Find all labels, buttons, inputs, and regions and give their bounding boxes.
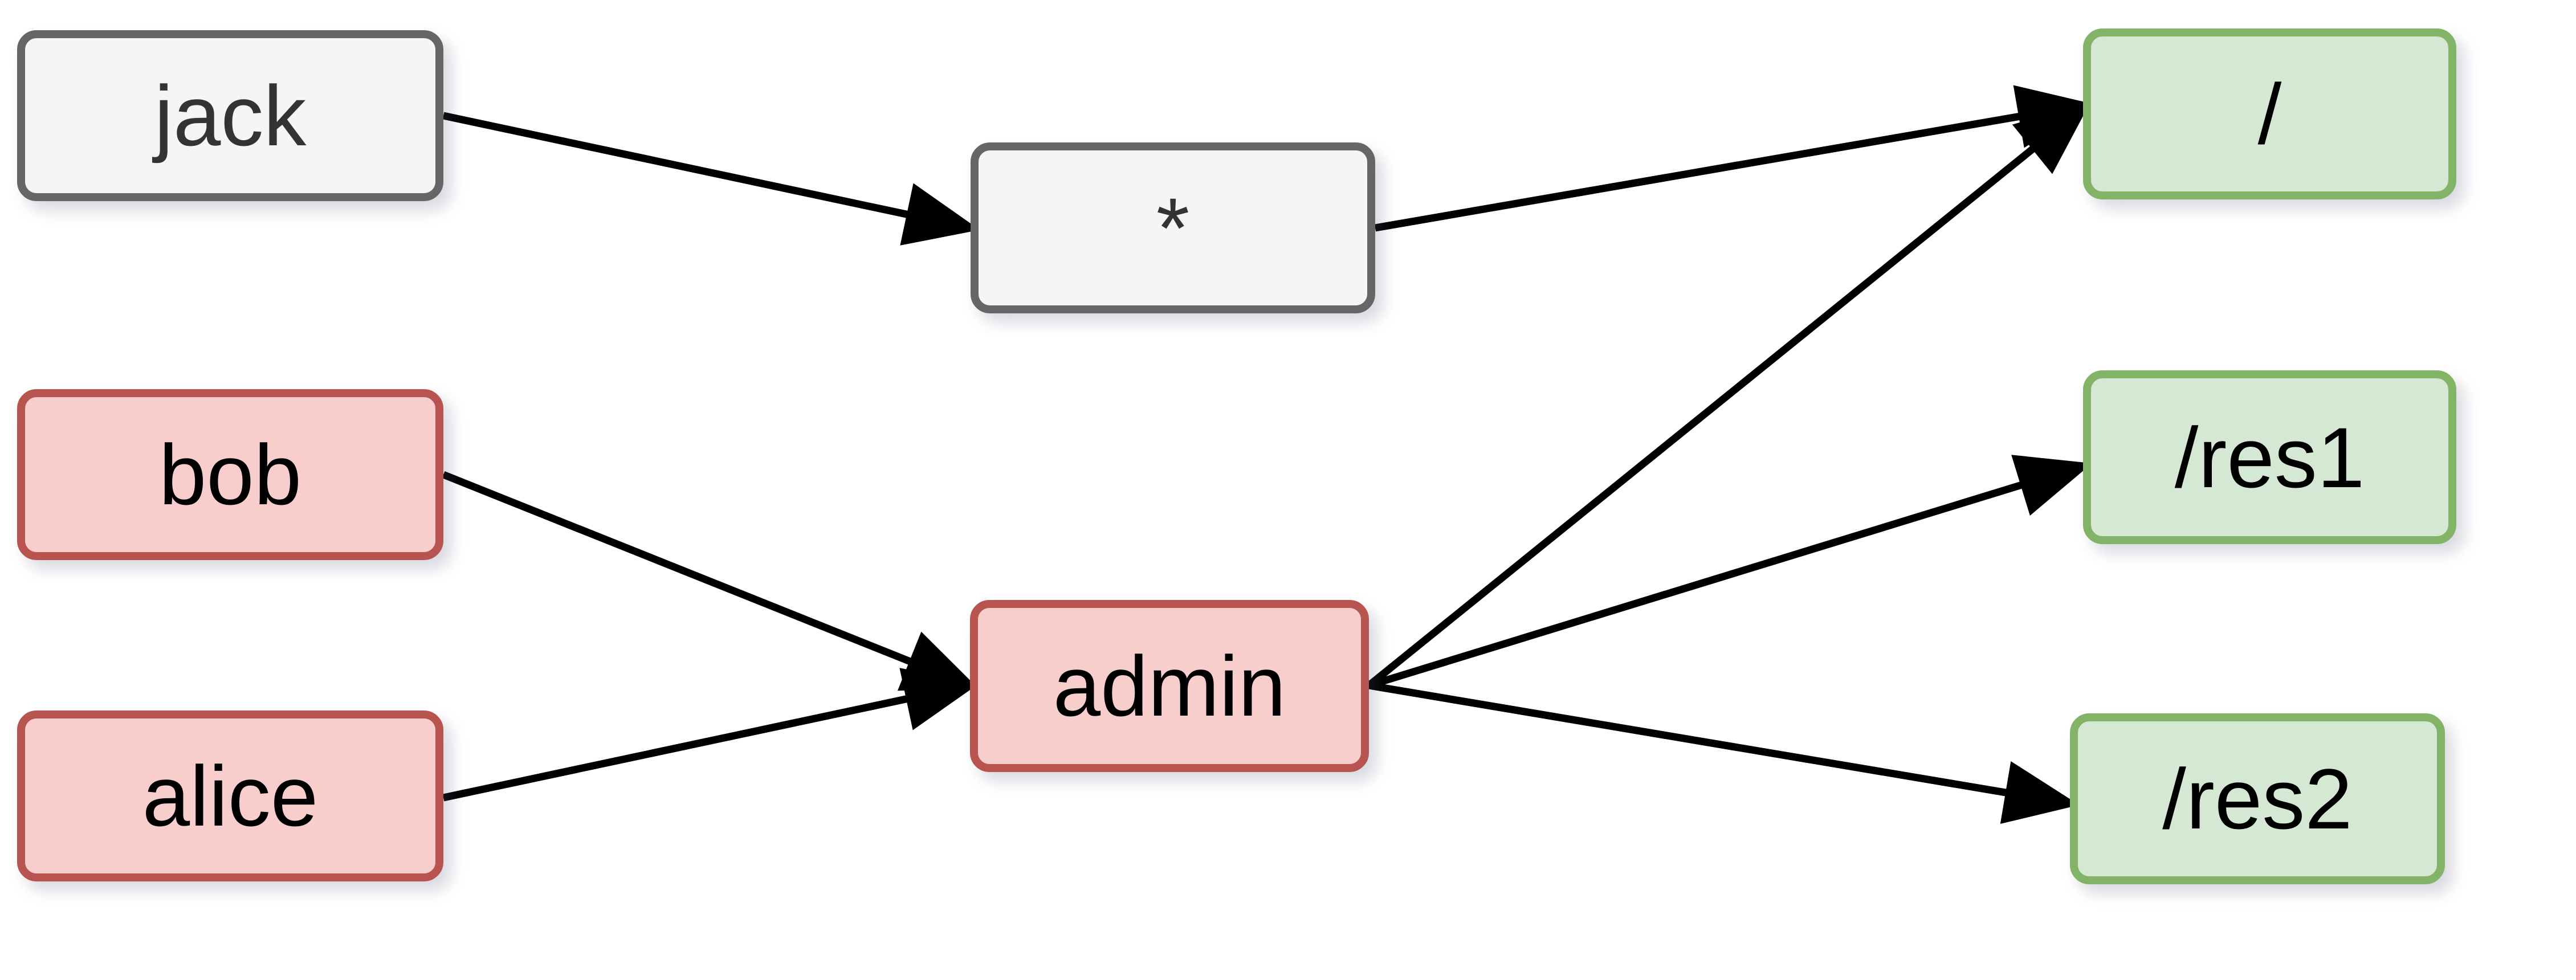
node-label-star: *: [1156, 180, 1190, 276]
arrowhead-admin-root: [2012, 102, 2090, 174]
node-bob[interactable]: bob: [17, 389, 443, 560]
node-root[interactable]: /: [2083, 28, 2456, 199]
edge-jack-star: [442, 112, 911, 219]
arrowhead-admin-res1: [2011, 455, 2092, 516]
node-admin[interactable]: admin: [970, 600, 1369, 772]
arrowhead-star-root: [2013, 85, 2093, 148]
node-label-bob: bob: [158, 427, 302, 522]
edge-star-root: [1374, 112, 2023, 232]
node-jack[interactable]: jack: [17, 30, 443, 201]
node-label-alice: alice: [142, 748, 319, 844]
edge-admin-res1: [1368, 480, 2025, 689]
arrowhead-bob-admin: [897, 631, 979, 691]
edge-alice-admin: [442, 695, 911, 802]
node-label-admin: admin: [1053, 638, 1286, 734]
node-res2[interactable]: /res2: [2070, 713, 2445, 884]
arrowhead-alice-admin: [899, 668, 980, 730]
node-label-root: /: [2257, 66, 2282, 162]
edge-admin-root: [1366, 144, 2038, 689]
edge-bob-admin: [442, 471, 915, 666]
node-alice[interactable]: alice: [17, 710, 443, 881]
node-label-jack: jack: [154, 68, 307, 164]
edge-admin-res2: [1368, 681, 2010, 797]
node-label-res1: /res1: [2174, 409, 2365, 505]
node-res1[interactable]: /res1: [2083, 370, 2456, 544]
arrowhead-admin-res2: [2000, 761, 2080, 824]
node-star[interactable]: *: [971, 142, 1375, 313]
node-label-res2: /res2: [2162, 751, 2353, 847]
arrowhead-jack-star: [900, 183, 980, 246]
